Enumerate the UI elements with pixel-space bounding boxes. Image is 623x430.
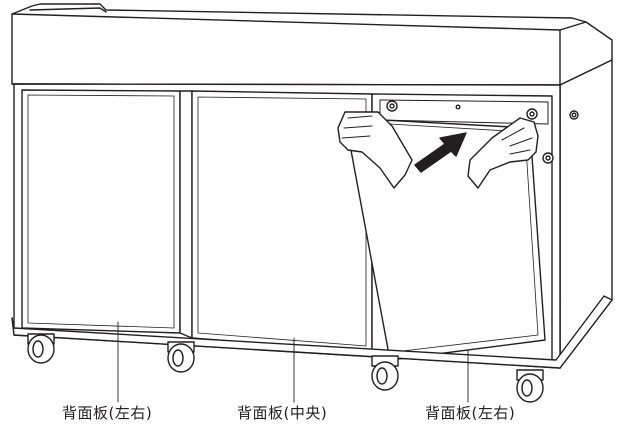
label-back-panel-left: 背面板(左右) [62,404,153,422]
label-back-panel-center: 背面板(中央) [237,404,328,422]
leader-lines [117,321,469,403]
push-arrow-icon [414,132,467,173]
label-back-panel-right: 背面板(左右) [425,404,516,422]
center-post [179,90,193,339]
caster-wheel-icon [27,333,55,364]
base-frame [11,295,613,369]
caster-wheel-icon [371,355,399,391]
caster-wheel-icon [167,341,195,373]
back-panel-left-shape [21,89,181,334]
top-counter [11,3,613,86]
hands-icon [337,111,539,189]
caster-wheel-icon [516,369,544,403]
